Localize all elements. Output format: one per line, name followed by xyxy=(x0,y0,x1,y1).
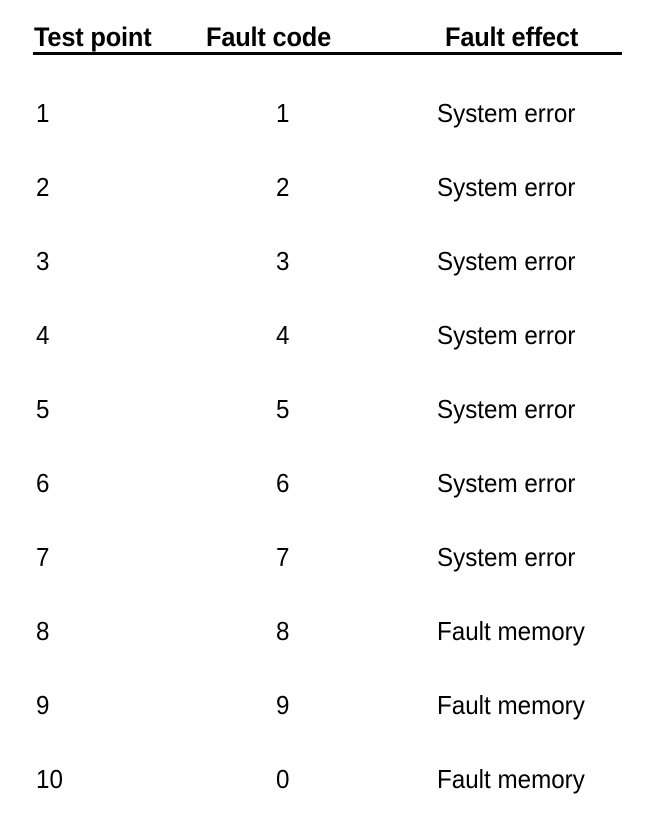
table-row: 6 6 System error xyxy=(0,466,672,506)
cell-test-point: 2 xyxy=(36,172,50,202)
table-row: 1 1 System error xyxy=(0,96,672,136)
cell-fault-code: 3 xyxy=(276,246,290,276)
column-header-test-point: Test point xyxy=(34,22,152,52)
table-row: 4 4 System error xyxy=(0,318,672,358)
cell-test-point: 6 xyxy=(36,468,50,498)
cell-test-point: 10 xyxy=(36,764,63,794)
cell-fault-effect: System error xyxy=(437,542,576,572)
cell-fault-code: 1 xyxy=(276,98,290,128)
table-row: 8 8 Fault memory xyxy=(0,614,672,654)
cell-fault-effect: Fault memory xyxy=(437,616,585,646)
cell-test-point: 1 xyxy=(36,98,50,128)
cell-fault-code: 5 xyxy=(276,394,290,424)
cell-fault-effect: System error xyxy=(437,98,576,128)
table-row: 10 0 Fault memory xyxy=(0,762,672,802)
cell-test-point: 8 xyxy=(36,616,50,646)
cell-test-point: 4 xyxy=(36,320,50,350)
cell-fault-code: 4 xyxy=(276,320,290,350)
cell-fault-effect: System error xyxy=(437,172,576,202)
cell-fault-code: 6 xyxy=(276,468,290,498)
table-row: 5 5 System error xyxy=(0,392,672,432)
cell-fault-effect: Fault memory xyxy=(437,690,585,720)
column-header-fault-code: Fault code xyxy=(206,22,332,52)
table-row: 2 2 System error xyxy=(0,170,672,210)
table-header-row: Test point Fault code Fault effect xyxy=(0,22,672,62)
cell-fault-code: 9 xyxy=(276,690,290,720)
header-underline-rule xyxy=(33,52,622,55)
cell-fault-code: 2 xyxy=(276,172,290,202)
cell-fault-effect: System error xyxy=(437,320,576,350)
cell-test-point: 3 xyxy=(36,246,50,276)
cell-test-point: 7 xyxy=(36,542,50,572)
cell-fault-effect: System error xyxy=(437,246,576,276)
table-row: 9 9 Fault memory xyxy=(0,688,672,728)
cell-fault-code: 0 xyxy=(276,764,290,794)
cell-fault-effect: System error xyxy=(437,394,576,424)
column-header-fault-effect: Fault effect xyxy=(445,22,579,52)
table-row: 3 3 System error xyxy=(0,244,672,284)
cell-test-point: 9 xyxy=(36,690,50,720)
cell-fault-effect: System error xyxy=(437,468,576,498)
cell-fault-effect: Fault memory xyxy=(437,764,585,794)
table-row: 7 7 System error xyxy=(0,540,672,580)
cell-test-point: 5 xyxy=(36,394,50,424)
cell-fault-code: 7 xyxy=(276,542,290,572)
cell-fault-code: 8 xyxy=(276,616,290,646)
